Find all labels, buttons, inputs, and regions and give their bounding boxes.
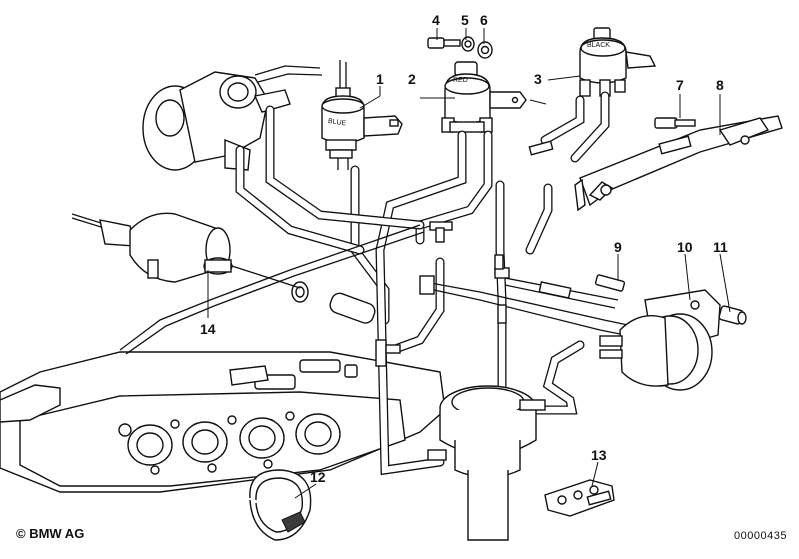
leader-lines	[207, 28, 731, 499]
callout-7: 7	[676, 77, 684, 93]
valve-red-marking: RED	[453, 77, 468, 84]
callout-11: 11	[713, 239, 728, 255]
callout-14: 14	[200, 321, 216, 337]
mounting-bracket	[574, 115, 783, 212]
valve-red: RED	[441, 61, 547, 133]
callout-13: 13	[591, 447, 607, 463]
copyright-notice: © BMW AG	[16, 526, 85, 541]
valve-black: BLACK	[579, 27, 657, 97]
callout-6: 6	[480, 12, 488, 28]
hose-piece	[291, 281, 376, 324]
callout-2: 2	[408, 71, 416, 87]
callout-1: 1	[376, 71, 384, 87]
intake-manifold	[0, 351, 446, 493]
callout-9: 9	[614, 239, 622, 255]
valve-black-marking: BLACK	[587, 42, 610, 49]
document-number: 00000435	[734, 530, 787, 542]
valve-blue: BLUE	[321, 60, 403, 170]
bolt-assembly	[427, 36, 493, 59]
hose-clip	[544, 479, 615, 517]
vacuum-capsule-right	[594, 274, 747, 391]
callout-5: 5	[461, 12, 469, 28]
callout-8: 8	[716, 77, 724, 93]
callout-3: 3	[534, 71, 542, 87]
distributor	[427, 385, 546, 541]
hose-clamp	[249, 469, 312, 541]
callout-numbers: 1 2 3 4 5 6 7 8 9 10 11 12 13 14	[200, 12, 728, 485]
vacuum-hoses	[119, 91, 629, 476]
callout-12: 12	[310, 469, 326, 485]
vacuum-capsule-left	[71, 212, 301, 289]
throttle-housing	[142, 65, 323, 171]
callout-4: 4	[432, 12, 440, 28]
callout-10: 10	[677, 239, 693, 255]
valve-blue-marking: BLUE	[327, 118, 346, 128]
